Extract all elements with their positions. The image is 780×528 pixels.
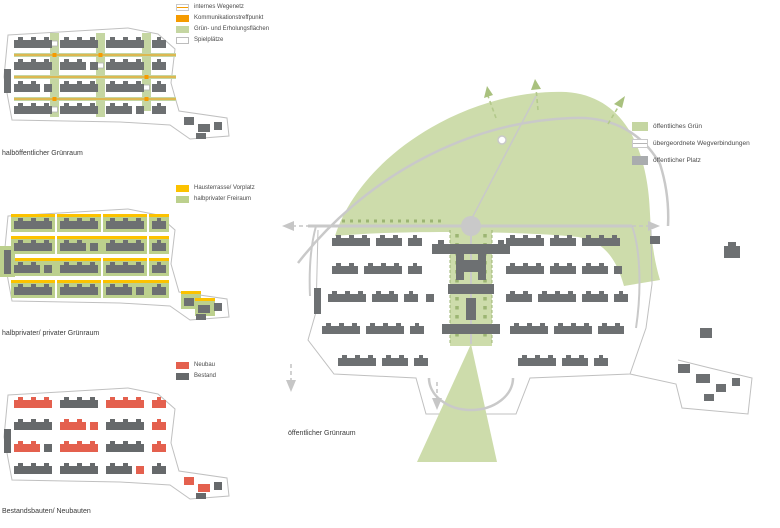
- legend-item-hausterrasse: Hausterrasse/ Vorplatz: [176, 185, 255, 192]
- buildings: [4, 218, 222, 320]
- buildings: [4, 37, 222, 139]
- gruenflaechen-swatch-icon: [176, 26, 189, 33]
- legend-semi-public: internes Wegenetz Kommunikationstreffpun…: [176, 4, 269, 44]
- site-boundary: [3, 27, 230, 140]
- legend-item-bestand: Bestand: [176, 373, 216, 380]
- legend-label: internes Wegenetz: [194, 4, 244, 11]
- gray-arrows: [282, 221, 660, 410]
- hausterrasse-swatch-icon: [176, 185, 189, 192]
- green-arrows: [484, 79, 625, 125]
- site-plan-semi-public: [3, 27, 230, 140]
- legend-item-oeffentlicher-platz: öffentlicher Platz: [632, 156, 750, 165]
- legend-item-kommunikationstreffpunkt: Kommunikationstreffpunkt: [176, 15, 269, 22]
- buildings-bestand: [4, 397, 222, 499]
- public-green-park: [335, 91, 660, 286]
- site-boundary-annex: [629, 359, 753, 415]
- legend-item-internes-wegenetz: internes Wegenetz: [176, 4, 269, 11]
- legend-item-halbprivater-freiraum: halbprivater Freiraum: [176, 196, 255, 203]
- bestand-swatch-icon: [176, 373, 189, 380]
- kommunikationstreffpunkt-swatch-icon: [176, 15, 189, 22]
- buildings: [314, 235, 740, 401]
- site-plan-semi-private: [0, 208, 230, 321]
- caption-public: öffentlicher Grünraum: [288, 430, 356, 437]
- forecourt-semicircle: [427, 377, 515, 412]
- legend-label: übergeordnete Wegverbindungen: [653, 139, 750, 147]
- legend-label: halbprivater Freiraum: [194, 196, 252, 203]
- oeffentlicher-platz-swatch-icon: [632, 156, 648, 165]
- site-boundary: [3, 387, 230, 500]
- legend-public: öffentliches Grün übergeordnete Wegverbi…: [632, 122, 750, 165]
- legend-semi-private: Hausterrasse/ Vorplatz halbprivater Frei…: [176, 185, 255, 203]
- legend-item-spielplaetze: Spielplätze: [176, 37, 269, 44]
- plaza-circle: [461, 216, 481, 236]
- internal-path-network: [14, 54, 176, 100]
- legend-label: Hausterrasse/ Vorplatz: [194, 185, 255, 192]
- central-building-complex: [432, 240, 510, 334]
- legend-label: öffentliches Grün: [653, 122, 703, 130]
- legend-label: Kommunikationstreffpunkt: [194, 15, 264, 22]
- legend-item-gruen-erholung: Grün- und Erholungsflächen: [176, 26, 269, 33]
- site-plan-public: [282, 79, 753, 462]
- internes-wegenetz-swatch-icon: [176, 4, 189, 11]
- caption-semi-private: halbprivater/ privater Grünraum: [2, 330, 100, 337]
- path-left-street: [308, 225, 317, 297]
- legend-item-oeffentliches-gruen: öffentliches Grün: [632, 122, 750, 131]
- path-node-circle: [497, 135, 507, 145]
- legend-label: Neubau: [194, 362, 216, 369]
- legend-label: Bestand: [194, 373, 217, 380]
- legend-label: Spielplätze: [194, 37, 224, 44]
- legend-label: Grün- und Erholungsflächen: [194, 26, 270, 33]
- public-green-fan: [417, 344, 497, 462]
- neubau-swatch-icon: [176, 362, 189, 369]
- site-plan-construction: [3, 387, 230, 500]
- path-arc-over-park: [297, 116, 670, 264]
- legend-item-neubau: Neubau: [176, 362, 216, 369]
- wegverbindungen-swatch-icon: [632, 139, 648, 148]
- oeffentliches-gruen-swatch-icon: [632, 122, 648, 131]
- caption-semi-public: halböffentlicher Grünraum: [2, 150, 83, 157]
- legend-item-wegverbindungen: übergeordnete Wegverbindungen: [632, 139, 750, 148]
- legend-label: öffentlicher Platz: [653, 156, 701, 164]
- buildings-neubau: [14, 397, 210, 492]
- path-right-street: [631, 225, 641, 329]
- halbprivater-freiraum-swatch-icon: [176, 196, 189, 203]
- legend-construction: Neubau Bestand: [176, 362, 216, 380]
- spielplaetze-swatch-icon: [176, 37, 189, 44]
- communication-points: [52, 53, 149, 101]
- caption-construction: Bestandsbauten/ Neubauten: [2, 508, 91, 515]
- path-axis-north: [470, 95, 537, 221]
